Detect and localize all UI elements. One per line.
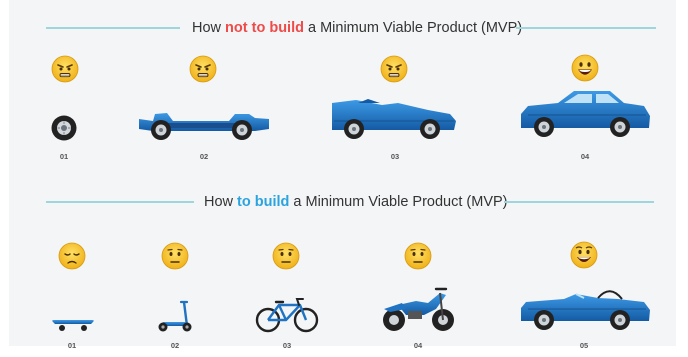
angry-face-icon — [188, 54, 218, 84]
bottom-step-label: 04 — [413, 341, 423, 350]
top-step-label: 02 — [199, 152, 209, 161]
grinning-face-icon — [570, 53, 600, 83]
top-section-title: How not to build a Minimum Viable Produc… — [192, 20, 523, 36]
bottom-section-title: How to build a Minimum Viable Product (M… — [204, 194, 508, 210]
frame-left — [0, 0, 9, 357]
bicycle-icon — [255, 295, 319, 333]
bottom-title-highlight: to build — [237, 194, 290, 210]
car-chassis-icon — [137, 109, 271, 143]
bottom-step-label: 03 — [282, 341, 292, 350]
scooter-icon — [154, 299, 196, 333]
wheel-icon — [51, 115, 77, 141]
bottom-title-rule-right — [504, 201, 654, 203]
neutral-face-icon — [160, 241, 190, 271]
top-title-rule-right — [516, 27, 656, 29]
motorcycle-icon — [380, 285, 458, 333]
happy-face-icon — [569, 240, 599, 270]
car-body-icon — [328, 95, 458, 141]
top-step-label: 01 — [59, 152, 69, 161]
disappointed-face-icon — [57, 241, 87, 271]
angry-face-icon — [379, 54, 409, 84]
skateboard-icon — [51, 318, 95, 332]
frame-right — [676, 0, 688, 357]
sedan-car-icon — [518, 86, 652, 140]
top-step-label: 04 — [580, 152, 590, 161]
bottom-step-label: 02 — [170, 341, 180, 350]
top-title-highlight: not to build — [225, 20, 304, 36]
bottom-step-label: 01 — [67, 341, 77, 350]
frame-bottom — [0, 346, 688, 357]
neutral-face-icon — [271, 241, 301, 271]
angry-face-icon — [50, 54, 80, 84]
bottom-title-rule-left — [46, 201, 194, 203]
top-title-rule-left — [46, 27, 180, 29]
bottom-step-label: 05 — [579, 341, 589, 350]
neutral-face-icon — [403, 241, 433, 271]
convertible-car-icon — [518, 280, 652, 332]
top-step-label: 03 — [390, 152, 400, 161]
